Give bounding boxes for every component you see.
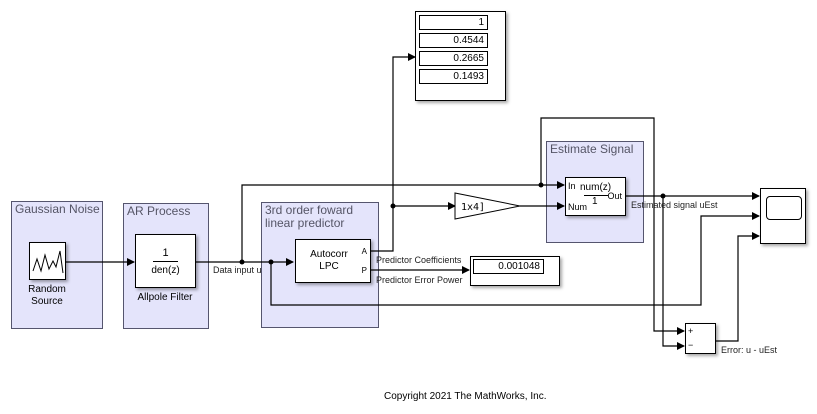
random-source-label: Source (31, 296, 63, 307)
gain-value: 1x4] (461, 202, 485, 213)
coeff-value: 0.2665 (419, 51, 488, 66)
port-num-label: Num (568, 202, 588, 212)
junction-dot (239, 259, 245, 265)
error-power-display-block[interactable]: 0.001048 (470, 256, 560, 286)
signal-label-pred-coeffs: Predictor Coefficients (376, 255, 462, 265)
random-source-block[interactable] (29, 242, 66, 280)
fraction-bar (584, 195, 608, 196)
copyright-text: Copyright 2021 The MathWorks, Inc. (384, 391, 547, 402)
subsystem-title: AR Process (127, 204, 191, 218)
filter-denominator: den(z) (151, 265, 180, 276)
error-power-value: 0.001048 (473, 259, 544, 274)
signal-label-error: Error: u - uEst (721, 345, 778, 355)
port-a-label: A (361, 247, 367, 256)
filter-numerator: 1 (162, 247, 169, 259)
signal-label-estimate: Estimated signal uEst (631, 200, 718, 210)
matrix-gain-block[interactable]: 1x4] (454, 192, 524, 222)
coeff-value: 0.4544 (419, 33, 488, 48)
coeff-value: 0.1493 (419, 69, 488, 84)
signal-label-data-input: Data input u (213, 265, 262, 275)
fir-numerator: num(z) (580, 182, 612, 193)
subsystem-title: 3rd order foward linear predictor (265, 203, 354, 230)
wire-to-scope-2 (270, 212, 760, 306)
sum-plus-sign: + (688, 326, 694, 336)
coefficients-display-block[interactable]: 1 0.4544 0.2665 0.1493 (415, 11, 506, 101)
signal-label-pred-power: Predictor Error Power (376, 275, 463, 285)
subsystem-gaussian-noise[interactable]: Gaussian Noise (11, 201, 103, 329)
wire-to-sum-plus (540, 117, 685, 335)
junction-dot (538, 182, 544, 188)
sum-block[interactable]: + − (685, 323, 716, 354)
lpc-line2: LPC (319, 261, 339, 272)
fraction-bar (153, 261, 178, 262)
subsystem-title: Gaussian Noise (15, 202, 100, 216)
subsystem-title: Estimate Signal (550, 142, 634, 156)
wire-to-sum-minus (662, 196, 685, 350)
random-source-label: Random (28, 284, 66, 295)
coeff-value: 1 (419, 15, 488, 30)
scope-block[interactable] (760, 188, 806, 244)
junction-dot (268, 259, 274, 265)
port-out-label: Out (607, 191, 622, 201)
scope-screen-icon (766, 196, 802, 220)
sum-minus-sign: − (688, 340, 694, 350)
port-p-label: P (361, 266, 367, 275)
wire-to-fir-in (241, 181, 565, 262)
allpole-filter-block[interactable]: 1 den(z) (135, 234, 196, 288)
autocorr-lpc-block[interactable]: Autocorr LPC A P (295, 239, 371, 283)
port-in-label: In (568, 181, 576, 191)
wire-error (716, 232, 760, 342)
allpole-filter-label: Allpole Filter (137, 292, 193, 303)
junction-dot (390, 203, 396, 209)
fir-filter-block[interactable]: In Num Out num(z) 1 (565, 177, 626, 216)
junction-dot (660, 193, 666, 199)
lpc-line1: Autocorr (310, 249, 348, 260)
noise-waveform-icon (32, 250, 64, 274)
wire-coeffs (371, 53, 416, 252)
fir-denominator: 1 (592, 196, 598, 207)
